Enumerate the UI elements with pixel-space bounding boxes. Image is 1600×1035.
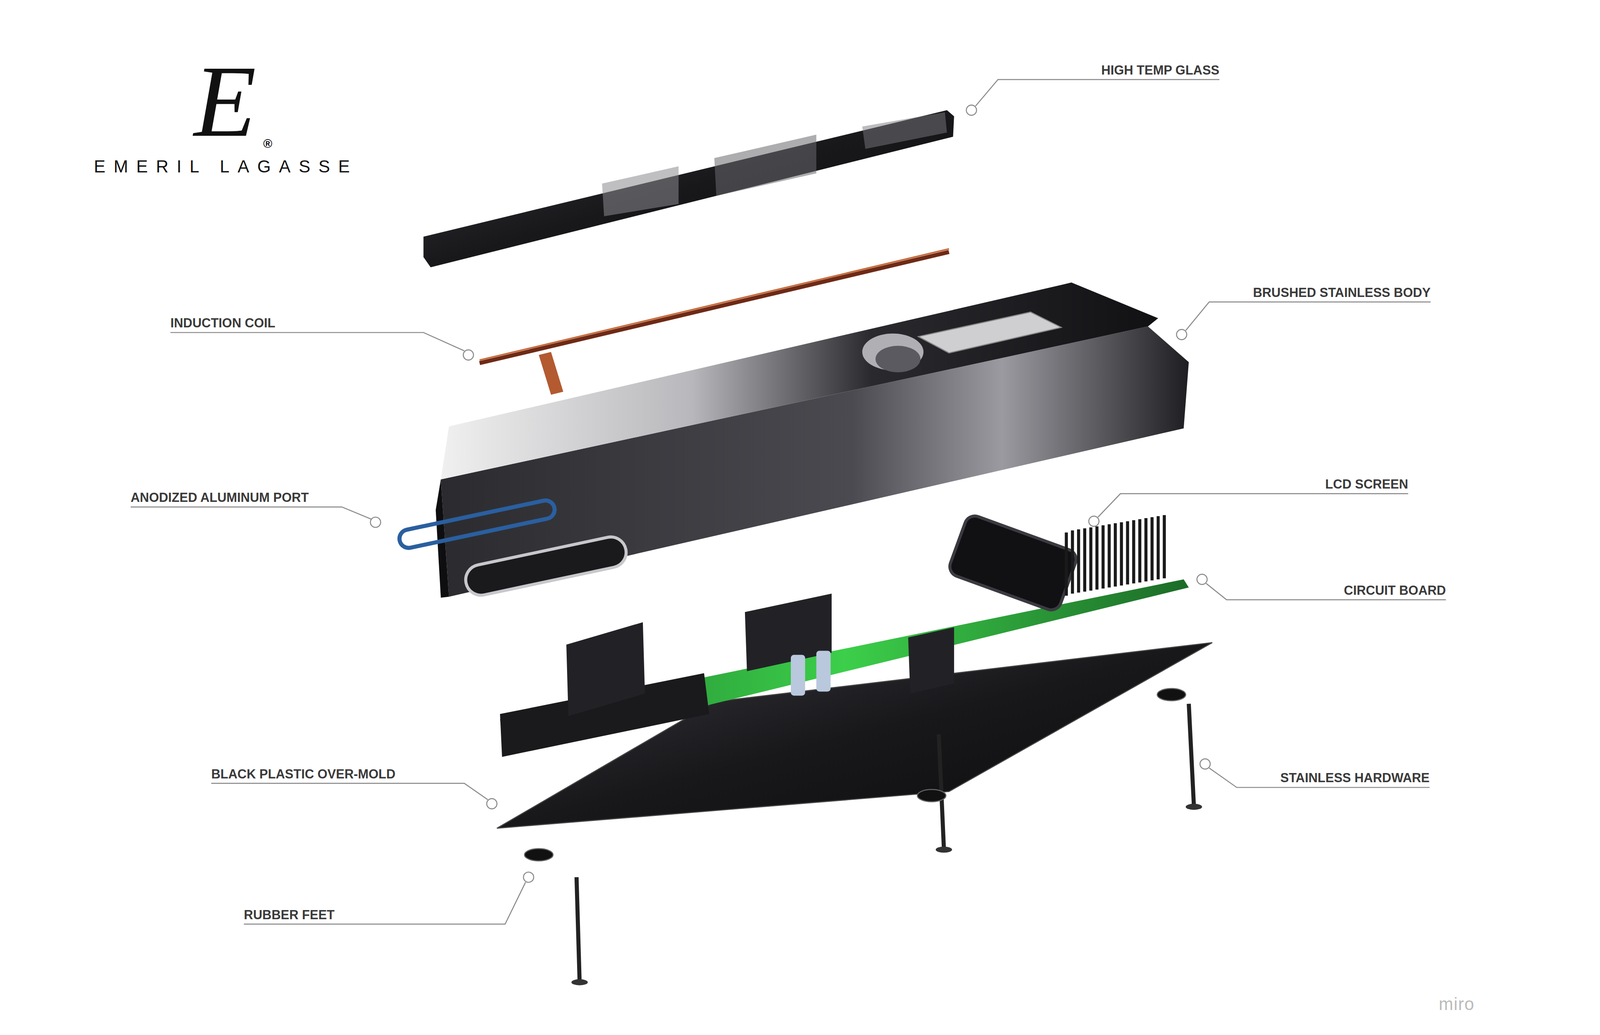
leader-line [130, 507, 372, 520]
leader-dots [370, 105, 1211, 883]
body-tray [918, 312, 1062, 353]
registered-mark: ® [263, 137, 273, 150]
screw-head [1185, 804, 1203, 811]
component-block [566, 622, 645, 717]
logo-mark: E [193, 50, 257, 153]
leader-line [243, 882, 526, 925]
body-knob-cap [875, 345, 921, 373]
leader-dot [370, 517, 381, 528]
coil-lead [538, 352, 564, 395]
leader-dot [1176, 329, 1187, 340]
glass-panel [423, 110, 954, 268]
leader-line [1097, 493, 1408, 518]
part-label: STAINLESS HARDWARE [1280, 772, 1430, 785]
screw-head [935, 847, 953, 854]
part-label: ANODIZED ALUMINUM PORT [130, 491, 309, 505]
leader-line [1185, 302, 1431, 331]
part-label: HIGH TEMP GLASS [1101, 63, 1220, 77]
watermark: miro [1438, 995, 1475, 1014]
rubber-foot [1157, 688, 1186, 701]
capacitor [816, 650, 831, 692]
lcd-screen [947, 513, 1080, 613]
leader-dot [1088, 516, 1099, 527]
leader-lines [130, 79, 1446, 925]
glass-slab [423, 110, 954, 268]
heat-sink [1066, 515, 1165, 596]
screw [1188, 704, 1194, 807]
leader-dot [1200, 759, 1210, 770]
leader-line [211, 783, 488, 800]
rubber-foot [524, 849, 554, 862]
body-top [440, 282, 1159, 480]
body-window [462, 534, 630, 599]
part-label: LCD SCREEN [1325, 477, 1409, 491]
glass-highlight [602, 166, 679, 217]
stainless-hardware [524, 688, 1203, 986]
glass-highlight [862, 112, 947, 149]
leader-line [1206, 583, 1447, 600]
leader-dot [523, 872, 534, 883]
circuit-board [500, 513, 1189, 758]
glass-highlight [714, 134, 817, 196]
brand-title: EMERIL LAGASSE [93, 158, 358, 176]
leader-dot [1197, 574, 1208, 585]
part-label: CIRCUIT BOARD [1343, 584, 1446, 598]
part-label: BLACK PLASTIC OVER-MOLD [211, 767, 396, 781]
component-cylinder [908, 627, 955, 694]
screw-head [571, 979, 588, 986]
leader-line [170, 332, 465, 351]
leader-line [975, 79, 1220, 107]
leader-line [1209, 768, 1430, 788]
part-label: BRUSHED STAINLESS BODY [1252, 286, 1431, 300]
leader-dot [463, 350, 474, 360]
leader-dot [966, 105, 977, 115]
leader-dot [486, 799, 497, 810]
aluminum-port [397, 499, 557, 550]
rubber-foot [917, 790, 947, 803]
capacitor [790, 655, 805, 696]
screw [576, 877, 580, 982]
part-label: INDUCTION COIL [170, 316, 276, 330]
part-label: RUBBER FEET [243, 908, 335, 922]
stainless-body [435, 282, 1189, 598]
